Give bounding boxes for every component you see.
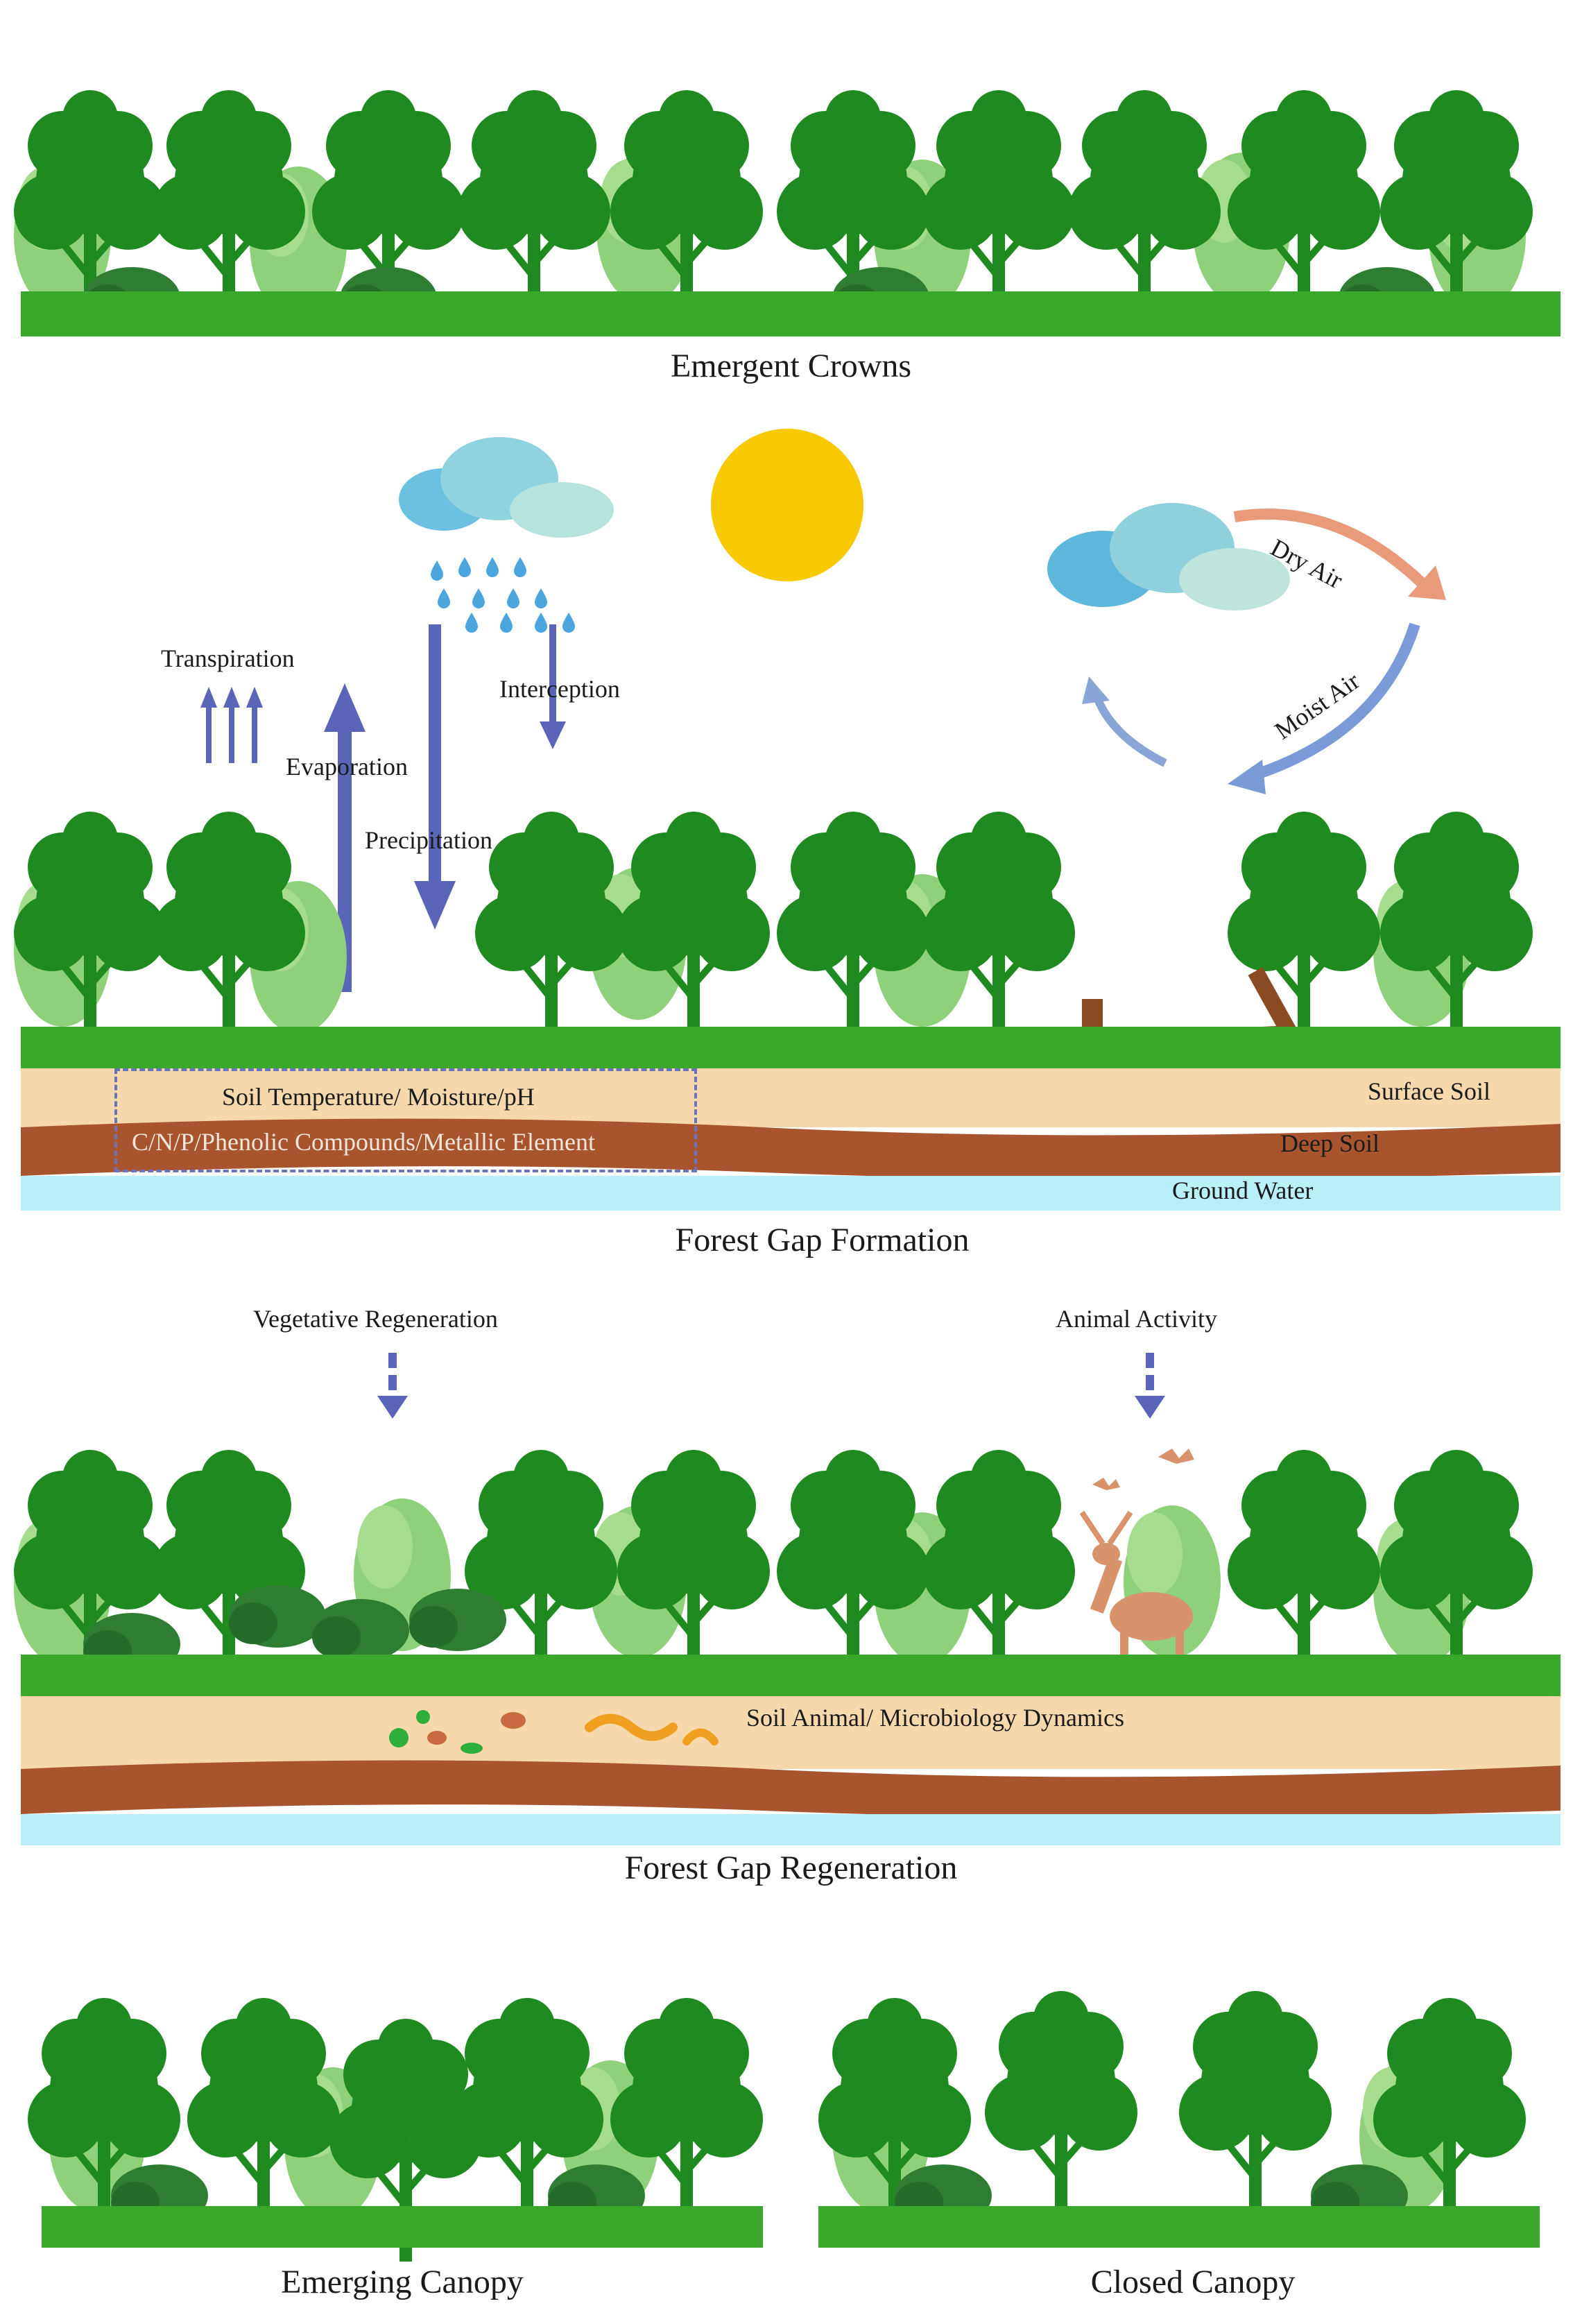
tree-row-icon	[14, 812, 1533, 1054]
interception-arrow-icon	[540, 624, 566, 749]
soil-animal-label: Soil Animal/ Microbiology Dynamics	[746, 1704, 1124, 1732]
ground-water-layer	[21, 1176, 1560, 1211]
grass-strip	[42, 2206, 763, 2248]
surface-soil-label: Surface Soil	[1368, 1077, 1490, 1105]
precipitation-arrow-icon	[414, 624, 456, 930]
cloud-icon	[1047, 503, 1290, 610]
panel-emerging-canopy	[28, 1998, 763, 2262]
ground-water-label: Ground Water	[1172, 1177, 1314, 1204]
precipitation-label: Precipitation	[365, 826, 492, 854]
rain-drop-icon	[431, 557, 575, 633]
grass-strip	[818, 2206, 1540, 2248]
deep-soil-layer	[21, 1118, 1560, 1179]
bird-icon	[1092, 1449, 1194, 1490]
panel-emergent-crowns	[14, 90, 1560, 336]
surface-soil-layer	[21, 1696, 1560, 1769]
soil-properties-box	[114, 1068, 697, 1172]
caption-forest-gap-regeneration: Forest Gap Regeneration	[624, 1849, 958, 1886]
sun-icon	[711, 429, 863, 581]
grass-strip	[21, 1655, 1560, 1696]
caption-emerging-canopy: Emerging Canopy	[281, 2264, 524, 2300]
panel-gap-formation	[14, 429, 1560, 1211]
grass-strip	[21, 291, 1560, 336]
grass-strip	[21, 1027, 1560, 1068]
caption-emergent-crowns: Emergent Crowns	[670, 348, 912, 384]
interception-label: Interception	[499, 675, 620, 703]
vegetative-arrow-icon	[377, 1353, 408, 1419]
deep-soil-label: Deep Soil	[1280, 1129, 1379, 1157]
panel-closed-canopy	[818, 1991, 1540, 2248]
animal-arrow-icon	[1135, 1353, 1165, 1419]
evaporation-label: Evaporation	[286, 753, 408, 780]
surface-soil-layer	[21, 1068, 1560, 1127]
dry-air-arrow-icon	[1233, 508, 1446, 600]
caption-forest-gap-formation: Forest Gap Formation	[675, 1222, 970, 1258]
soil-properties-line2: C/N/P/Phenolic Compounds/Metallic Elemen…	[132, 1128, 595, 1156]
deep-soil-layer	[21, 1760, 1560, 1818]
soil-properties-line1: Soil Temperature/ Moisture/pH	[222, 1083, 535, 1111]
panel-gap-regeneration	[14, 1353, 1560, 1845]
moist-air-arrow-icon	[1082, 622, 1420, 794]
transpiration-label: Transpiration	[161, 644, 295, 672]
worm-icon	[585, 1714, 719, 1745]
caption-closed-canopy: Closed Canopy	[1090, 2264, 1296, 2300]
animal-activity-label: Animal Activity	[1056, 1305, 1217, 1333]
ground-water-layer	[21, 1814, 1560, 1845]
vegetative-regeneration-label: Vegetative Regeneration	[253, 1305, 498, 1333]
microbe-icon	[389, 1710, 526, 1754]
cloud-icon	[399, 437, 614, 538]
transpiration-arrows-icon	[200, 687, 263, 763]
